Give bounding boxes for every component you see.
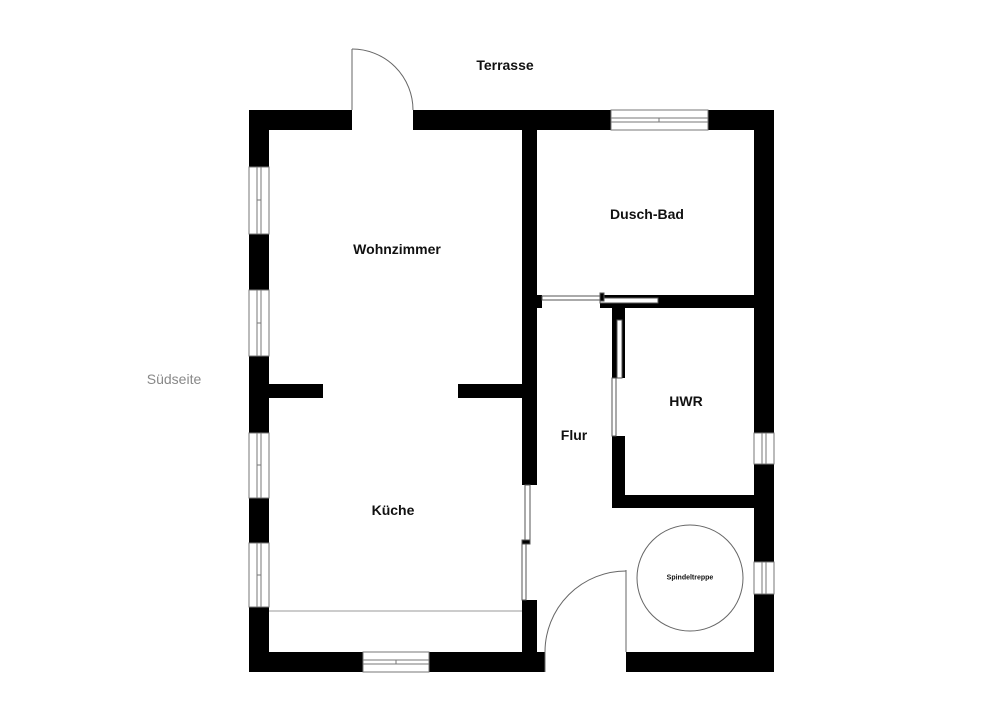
room-label-dusch-bad: Dusch-Bad	[610, 206, 684, 222]
bottom-wall-right	[626, 652, 774, 672]
right-wall-3	[754, 594, 774, 672]
window-left-1	[248, 166, 270, 235]
window-bottom	[362, 651, 430, 673]
label-terrasse: Terrasse	[476, 57, 534, 73]
sliding-door-bad	[541, 292, 659, 304]
outer-walls	[249, 110, 774, 672]
left-wall-3	[249, 356, 269, 433]
sliding-door-kueche	[521, 484, 531, 601]
wall-hwr-left-lower	[612, 436, 625, 508]
right-wall-2	[754, 464, 774, 562]
wall-stub-right	[458, 384, 522, 398]
top-wall-middle	[413, 110, 611, 130]
door-entrance	[544, 570, 627, 672]
bottom-wall-middle	[429, 652, 545, 672]
window-right-2	[753, 561, 775, 595]
wall-bad-left-stub	[537, 295, 542, 308]
left-wall-1	[249, 110, 269, 167]
wall-flur-entrance-stub	[537, 652, 545, 672]
window-right-1	[753, 432, 775, 465]
wall-stub-left	[269, 384, 323, 398]
label-suedseite: Südseite	[146, 371, 202, 387]
left-wall-2	[249, 234, 269, 290]
room-label-flur: Flur	[560, 427, 588, 443]
label-spindeltreppe: Spindeltreppe	[666, 574, 714, 582]
room-label-wohnzimmer: Wohnzimmer	[353, 241, 441, 257]
wall-kueche-flur-lower	[522, 600, 537, 652]
sliding-doors	[521, 292, 659, 601]
spiral-staircase	[636, 524, 744, 632]
top-wall-left	[249, 110, 352, 130]
door-terrasse	[351, 48, 414, 111]
wall-wohnzimmer-flur	[522, 130, 537, 485]
sliding-door-hwr	[611, 319, 623, 437]
left-wall-4	[249, 498, 269, 543]
interior-walls	[269, 130, 754, 672]
right-wall-1	[754, 110, 774, 433]
wall-hwr-bottom	[612, 495, 754, 508]
window-left-3	[248, 432, 270, 499]
room-label-hwr: HWR	[669, 393, 703, 409]
bottom-wall-left	[249, 652, 363, 672]
windows	[248, 109, 775, 673]
window-left-4	[248, 542, 270, 608]
swing-doors	[351, 48, 627, 672]
window-left-2	[248, 289, 270, 357]
room-label-kueche: Küche	[371, 502, 415, 518]
window-top	[610, 109, 709, 131]
